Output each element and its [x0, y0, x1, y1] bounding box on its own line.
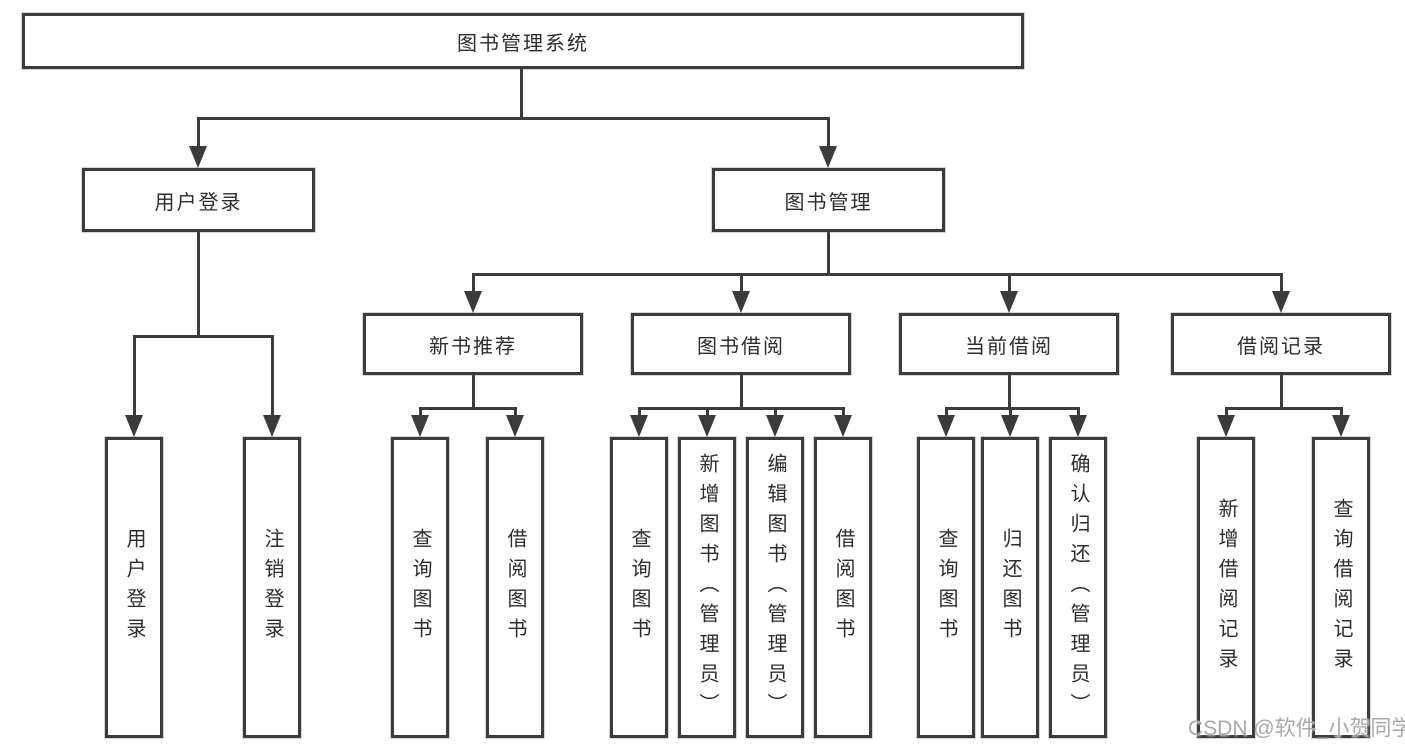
arrow-down-icon [698, 415, 716, 437]
leaf-node-borrow-books: 借阅图书 [814, 437, 872, 738]
connector-line [1280, 273, 1283, 295]
arrow-down-icon [834, 415, 852, 437]
leaf-label: 查询图书 [628, 527, 650, 648]
branch-node-user-login: 用户登录 [82, 168, 315, 232]
leaf-node-query-books-borrowing: 查询图书 [610, 437, 668, 738]
arrow-down-icon [937, 415, 955, 437]
leaf-label: 确认归还（管理员） [1067, 452, 1089, 723]
arrow-down-icon [819, 146, 837, 168]
leaf-label: 新增图书（管理员） [696, 452, 718, 723]
branch-node-book-management: 图书管理 [712, 168, 945, 232]
connector-line [774, 407, 777, 419]
connector-line [472, 273, 475, 295]
module-node-borrowing-records: 借阅记录 [1171, 313, 1391, 375]
arrow-down-icon [189, 146, 207, 168]
root-node-book-management-system: 图书管理系统 [22, 13, 1024, 69]
leaf-node-return-books: 归还图书 [981, 437, 1039, 738]
leaf-label: 注销登录 [261, 527, 283, 648]
connector-line [197, 117, 200, 149]
arrow-down-icon [1001, 415, 1019, 437]
module-node-new-book-recommend: 新书推荐 [363, 313, 583, 375]
arrow-down-icon [125, 415, 143, 437]
module-node-book-borrowing: 图书借阅 [631, 313, 851, 375]
connector-line [419, 407, 422, 419]
leaf-label: 用户登录 [123, 527, 145, 648]
connector-line [945, 407, 1079, 410]
connector-line [1008, 273, 1011, 295]
connector-line [1009, 407, 1012, 419]
leaf-label: 归还图书 [999, 527, 1021, 648]
arrow-down-icon [732, 291, 750, 313]
connector-line [638, 407, 641, 419]
leaf-node-confirm-return-admin: 确认归还（管理员） [1049, 437, 1107, 738]
connector-line [1008, 375, 1011, 407]
leaf-label: 查询图书 [409, 527, 431, 648]
arrow-down-icon [411, 415, 429, 437]
connector-line [271, 335, 274, 417]
connector-line [827, 232, 830, 273]
leaf-node-query-borrow-record: 查询借阅记录 [1312, 437, 1370, 738]
connector-line [1340, 407, 1343, 419]
arrow-down-icon [630, 415, 648, 437]
connector-line [419, 407, 516, 410]
connector-line [1077, 407, 1080, 419]
leaf-label: 编辑图书（管理员） [764, 452, 786, 723]
connector-line [638, 407, 844, 410]
leaf-label: 借阅图书 [504, 527, 526, 648]
module-node-current-borrowing: 当前借阅 [899, 313, 1119, 375]
arrow-down-icon [263, 415, 281, 437]
connector-line [740, 375, 743, 407]
connector-line [197, 232, 200, 335]
leaf-node-query-books-recommend: 查询图书 [391, 437, 449, 738]
leaf-node-query-books-current: 查询图书 [917, 437, 975, 738]
leaf-node-edit-books-admin: 编辑图书（管理员） [746, 437, 804, 738]
arrow-down-icon [1069, 415, 1087, 437]
connector-line [133, 335, 136, 417]
csdn-watermark: CSDN @软件_小贺同学 [1188, 717, 1405, 740]
leaf-node-borrow-books-recommend: 借阅图书 [486, 437, 544, 738]
connector-line [827, 117, 830, 149]
connector-line [1280, 375, 1283, 407]
arrow-down-icon [1217, 415, 1235, 437]
arrow-down-icon [766, 415, 784, 437]
connector-line [133, 335, 274, 338]
connector-line [520, 69, 523, 117]
leaf-node-logout: 注销登录 [243, 437, 301, 738]
connector-line [945, 407, 948, 419]
arrow-down-icon [464, 291, 482, 313]
connector-line [1225, 407, 1342, 410]
arrow-down-icon [1000, 291, 1018, 313]
leaf-node-add-books-admin: 新增图书（管理员） [678, 437, 736, 738]
connector-line [706, 407, 709, 419]
connector-line [1225, 407, 1228, 419]
connector-line [197, 117, 830, 120]
leaf-label: 查询图书 [935, 527, 957, 648]
connector-line [472, 273, 1283, 276]
connector-line [514, 407, 517, 419]
arrow-down-icon [506, 415, 524, 437]
leaf-label: 借阅图书 [832, 527, 854, 648]
leaf-label: 新增借阅记录 [1215, 497, 1237, 678]
connector-line [472, 375, 475, 407]
arrow-down-icon [1332, 415, 1350, 437]
arrow-down-icon [1272, 291, 1290, 313]
connector-line [842, 407, 845, 419]
leaf-node-user-login: 用户登录 [105, 437, 163, 738]
leaf-label: 查询借阅记录 [1330, 497, 1352, 678]
connector-line [740, 273, 743, 295]
leaf-node-add-borrow-record: 新增借阅记录 [1197, 437, 1255, 738]
